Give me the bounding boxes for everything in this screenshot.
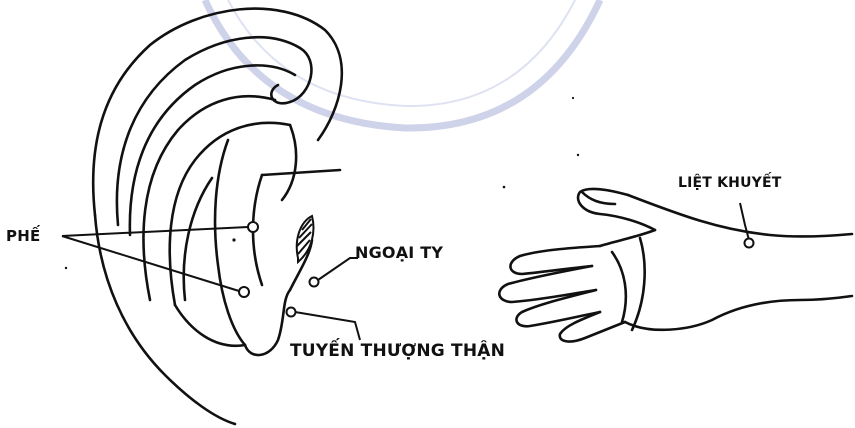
speckles [65,97,579,269]
label-phe: PHẾ [6,229,40,244]
tragus-hatch-icon [297,216,314,262]
liet-khuyet-point [745,239,754,248]
tuyen-thuong-than-point [287,308,296,317]
label-ngoai-ty: NGOẠI TY [355,245,443,261]
label-tuyen-thuong-than: TUYẾN THƯỢNG THẬN [290,343,505,360]
label-liet-khuyet: LIỆT KHUYẾT [678,176,782,190]
phe-point-lower [239,287,249,297]
ngoai-ty-point [310,278,319,287]
hand-acupoints [745,239,754,248]
ear-drawing-icon [93,9,342,424]
hand-drawing-icon [499,189,852,342]
phe-point-upper [248,222,258,232]
watermark-circle-icon [205,0,600,128]
